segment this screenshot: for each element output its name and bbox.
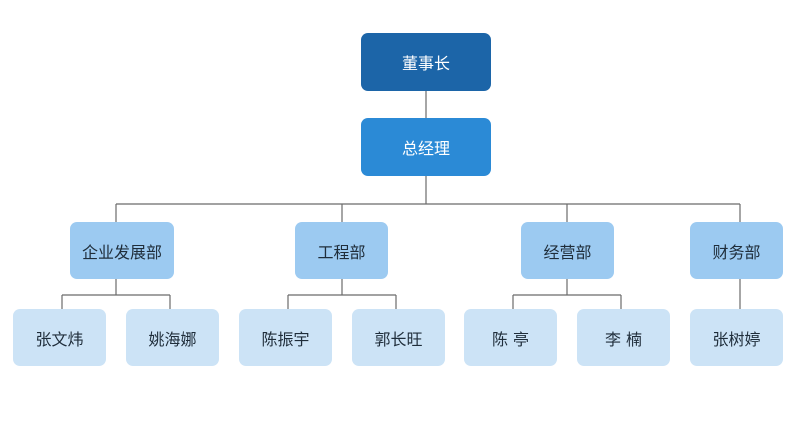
node-member: 郭长旺 — [352, 309, 445, 366]
node-member: 李 楠 — [577, 309, 670, 366]
node-member: 姚海娜 — [126, 309, 219, 366]
node-chairman: 董事长 — [361, 33, 491, 91]
node-member: 陈 亭 — [464, 309, 557, 366]
node-general-manager: 总经理 — [361, 118, 491, 176]
node-dept-enterprise-development: 企业发展部 — [70, 222, 174, 279]
node-dept-operations: 经营部 — [521, 222, 614, 279]
node-dept-engineering: 工程部 — [295, 222, 388, 279]
node-member: 陈振宇 — [239, 309, 332, 366]
node-member: 张文炜 — [13, 309, 106, 366]
node-member: 张树婷 — [690, 309, 783, 366]
node-dept-finance: 财务部 — [690, 222, 783, 279]
